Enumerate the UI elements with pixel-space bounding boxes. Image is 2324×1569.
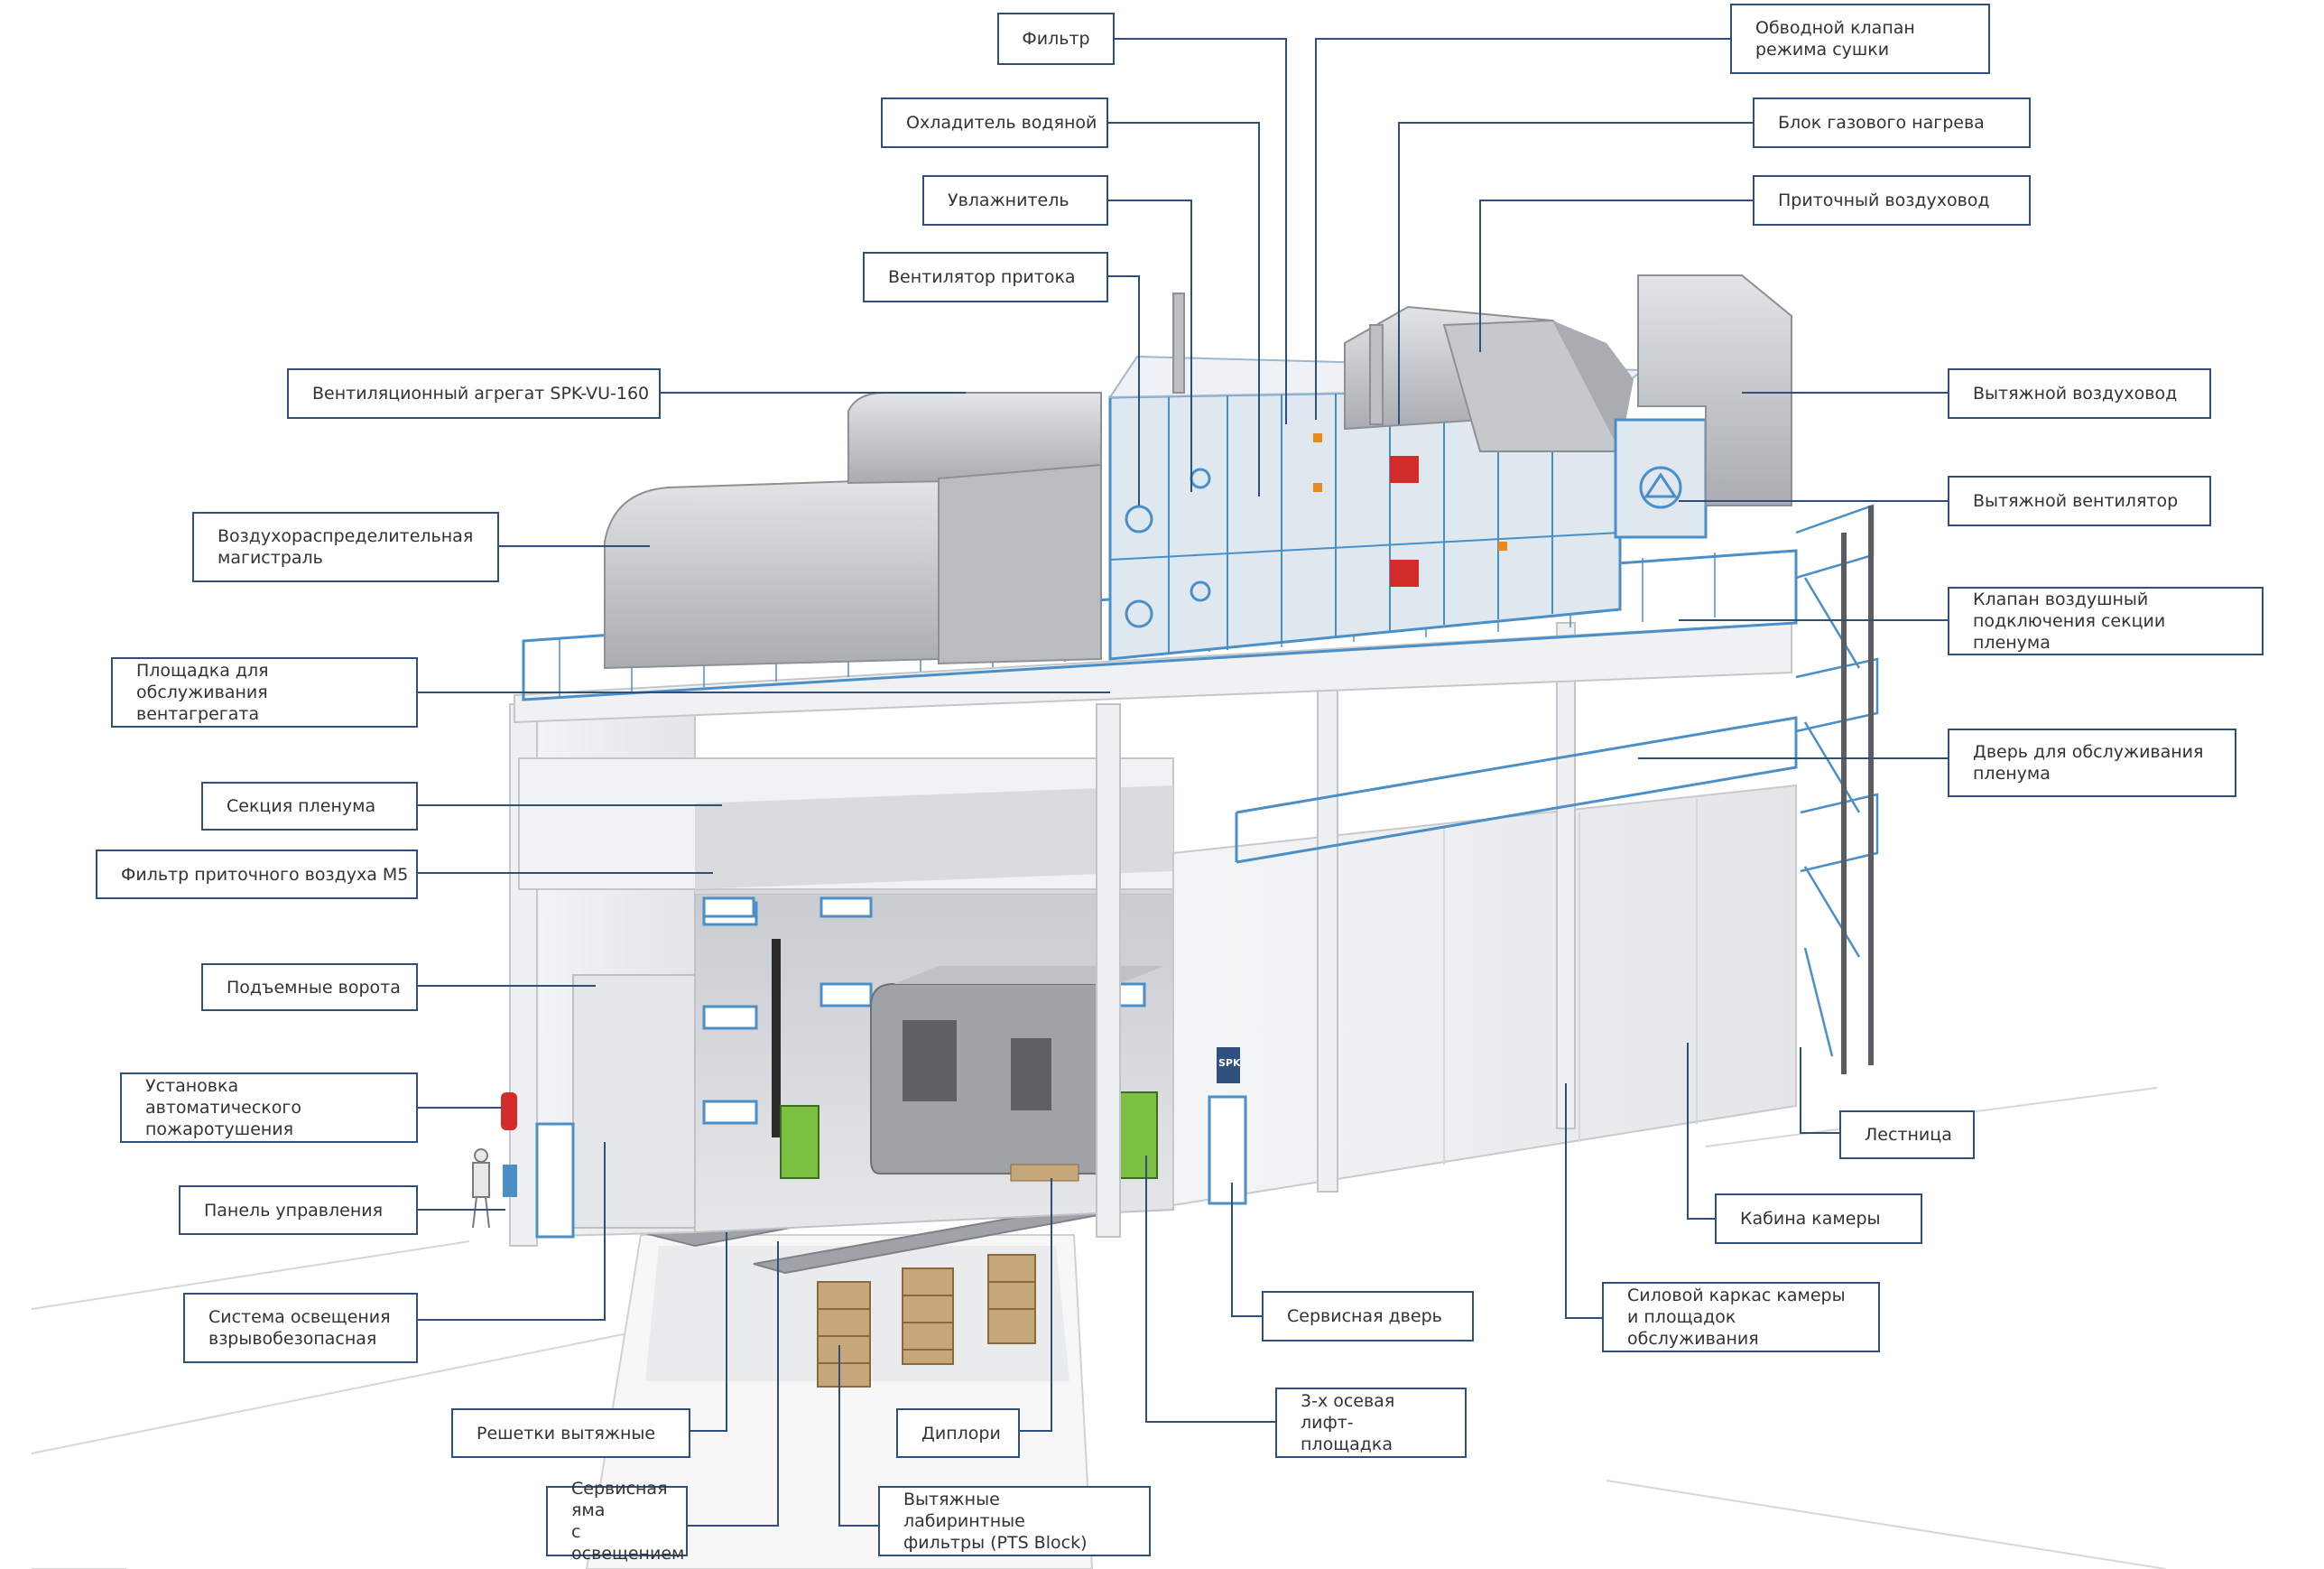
label-service-platform: Площадка для обслуживания вентагрегата — [111, 657, 418, 728]
plenum-section — [518, 757, 1174, 918]
exhaust-duct — [1637, 274, 1792, 506]
label-load-frame: Силовой каркас камеры и площадок обслужи… — [1602, 1282, 1880, 1352]
operator-figure — [472, 1148, 490, 1229]
label-bypass-valve: Обводной клапан режима сушки — [1730, 4, 1990, 74]
label-stairs: Лестница — [1839, 1110, 1975, 1159]
lift-platforms — [772, 939, 1158, 1179]
label-exhaust-grates: Решетки вытяжные — [451, 1408, 690, 1458]
stair-columns — [1841, 506, 1874, 1074]
label-plenum-section: Секция пленума — [201, 782, 418, 831]
label-water-cooler: Охладитель водяной — [881, 97, 1108, 148]
label-supply-duct: Приточный воздуховод — [1753, 175, 2031, 226]
label-filter: Фильтр — [997, 13, 1115, 65]
label-ventilation-unit: Вентиляционный агрегат SPK-VU-160 — [287, 368, 661, 419]
exhaust-fan-unit — [1614, 418, 1708, 539]
brand-sign: SPK — [1218, 1057, 1241, 1069]
label-exhaust-fan: Вытяжной вентилятор — [1948, 476, 2211, 526]
supply-duct-hood — [1442, 319, 1634, 452]
railcar — [870, 966, 1164, 1182]
label-control-panel: Панель управления — [179, 1185, 418, 1235]
stairs — [1795, 504, 1879, 1057]
label-humidifier: Увлажнитель — [922, 175, 1108, 226]
booth-front-wall — [1172, 784, 1797, 1207]
label-service-pit: Сервисная яма с освещением — [546, 1479, 688, 1564]
label-plenum-service-door: Дверь для обслуживания пленума — [1948, 729, 2236, 797]
plenum-walkway — [1235, 716, 1798, 864]
fire-extinguisher — [501, 1092, 517, 1130]
label-air-distribution-line: Воздухораспределительная магистраль — [192, 512, 499, 582]
label-supply-fan: Вентилятор притока — [863, 252, 1108, 302]
label-labyrinth-filters: Вытяжные лабиринтные фильтры (PTS Block) — [878, 1486, 1151, 1556]
label-dolly: Диплори — [896, 1408, 1020, 1458]
frame-columns — [1096, 622, 1576, 1238]
label-plenum-air-valve: Клапан воздушный подключения секции плен… — [1948, 587, 2264, 655]
label-lift-platform: 3-х осевая лифт-площадка — [1275, 1388, 1467, 1458]
label-lifting-gates: Подъемные ворота — [201, 963, 418, 1011]
pipes — [1172, 292, 1384, 425]
doors — [535, 1122, 575, 1239]
label-lighting-system: Система освещения взрывобезопасная — [183, 1293, 418, 1363]
label-booth-cabin: Кабина камеры — [1715, 1193, 1922, 1244]
label-service-door: Сервисная дверь — [1262, 1291, 1474, 1342]
label-gas-heating-block: Блок газового нагрева — [1753, 97, 2031, 148]
label-fire-suppression: Установка автоматического пожаротушения — [120, 1072, 418, 1143]
control-panel-graphic — [503, 1165, 517, 1197]
label-supply-filter-m5: Фильтр приточного воздуха М5 — [96, 849, 418, 899]
label-exhaust-duct: Вытяжной воздуховод — [1948, 368, 2211, 419]
air-distribution-duct — [604, 392, 1102, 670]
